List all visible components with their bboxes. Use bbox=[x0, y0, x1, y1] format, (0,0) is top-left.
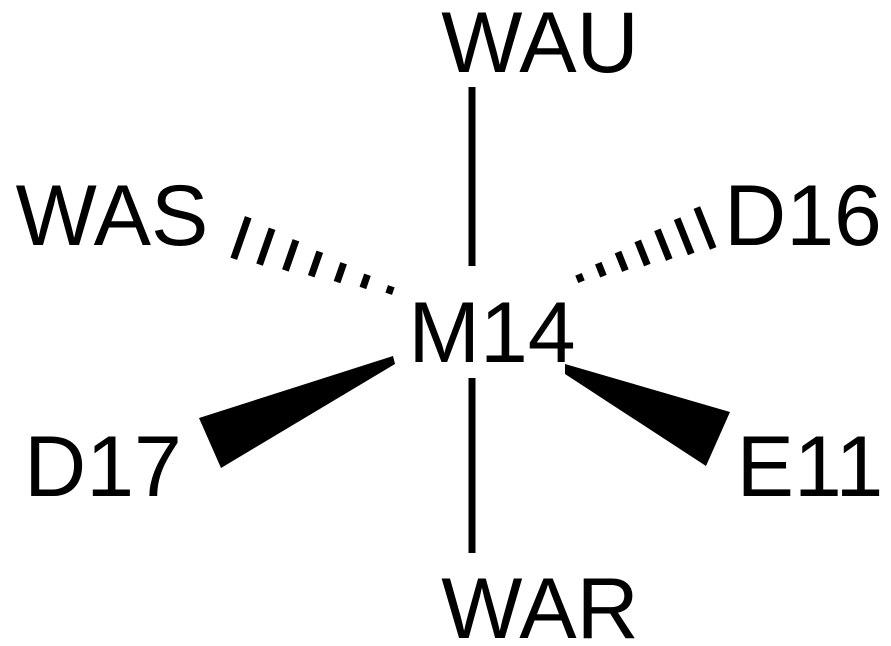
hash-mark bbox=[654, 228, 673, 261]
hash-mark bbox=[256, 227, 276, 266]
ligand-upper-left-label: WAS bbox=[16, 168, 209, 264]
hash-mark bbox=[693, 206, 717, 250]
hash-mark bbox=[634, 239, 651, 267]
hash-mark bbox=[333, 262, 347, 284]
center-atom-label: M14 bbox=[408, 285, 575, 381]
hash-mark bbox=[673, 217, 695, 256]
hash-mark bbox=[359, 273, 371, 290]
hash-mark bbox=[575, 272, 585, 284]
hash-mark bbox=[385, 285, 395, 295]
bond-lower-left-wedge bbox=[199, 356, 395, 468]
hash-mark bbox=[282, 239, 300, 272]
hash-mark bbox=[230, 216, 252, 260]
bond-lower-right-wedge bbox=[565, 364, 730, 466]
ligand-top-label: WAU bbox=[441, 0, 638, 91]
bond-upper-right-hashed-wedge bbox=[575, 206, 717, 284]
bond-upper-left-hashed-wedge bbox=[230, 216, 395, 295]
hash-mark bbox=[614, 250, 629, 272]
ligand-lower-right-label: E11 bbox=[737, 419, 884, 515]
ligand-bottom-label: WAR bbox=[441, 561, 638, 646]
ligand-upper-right-label: D16 bbox=[724, 168, 882, 264]
ligand-lower-left-label: D17 bbox=[24, 419, 182, 515]
hash-mark bbox=[594, 261, 607, 278]
hash-mark bbox=[307, 250, 324, 278]
